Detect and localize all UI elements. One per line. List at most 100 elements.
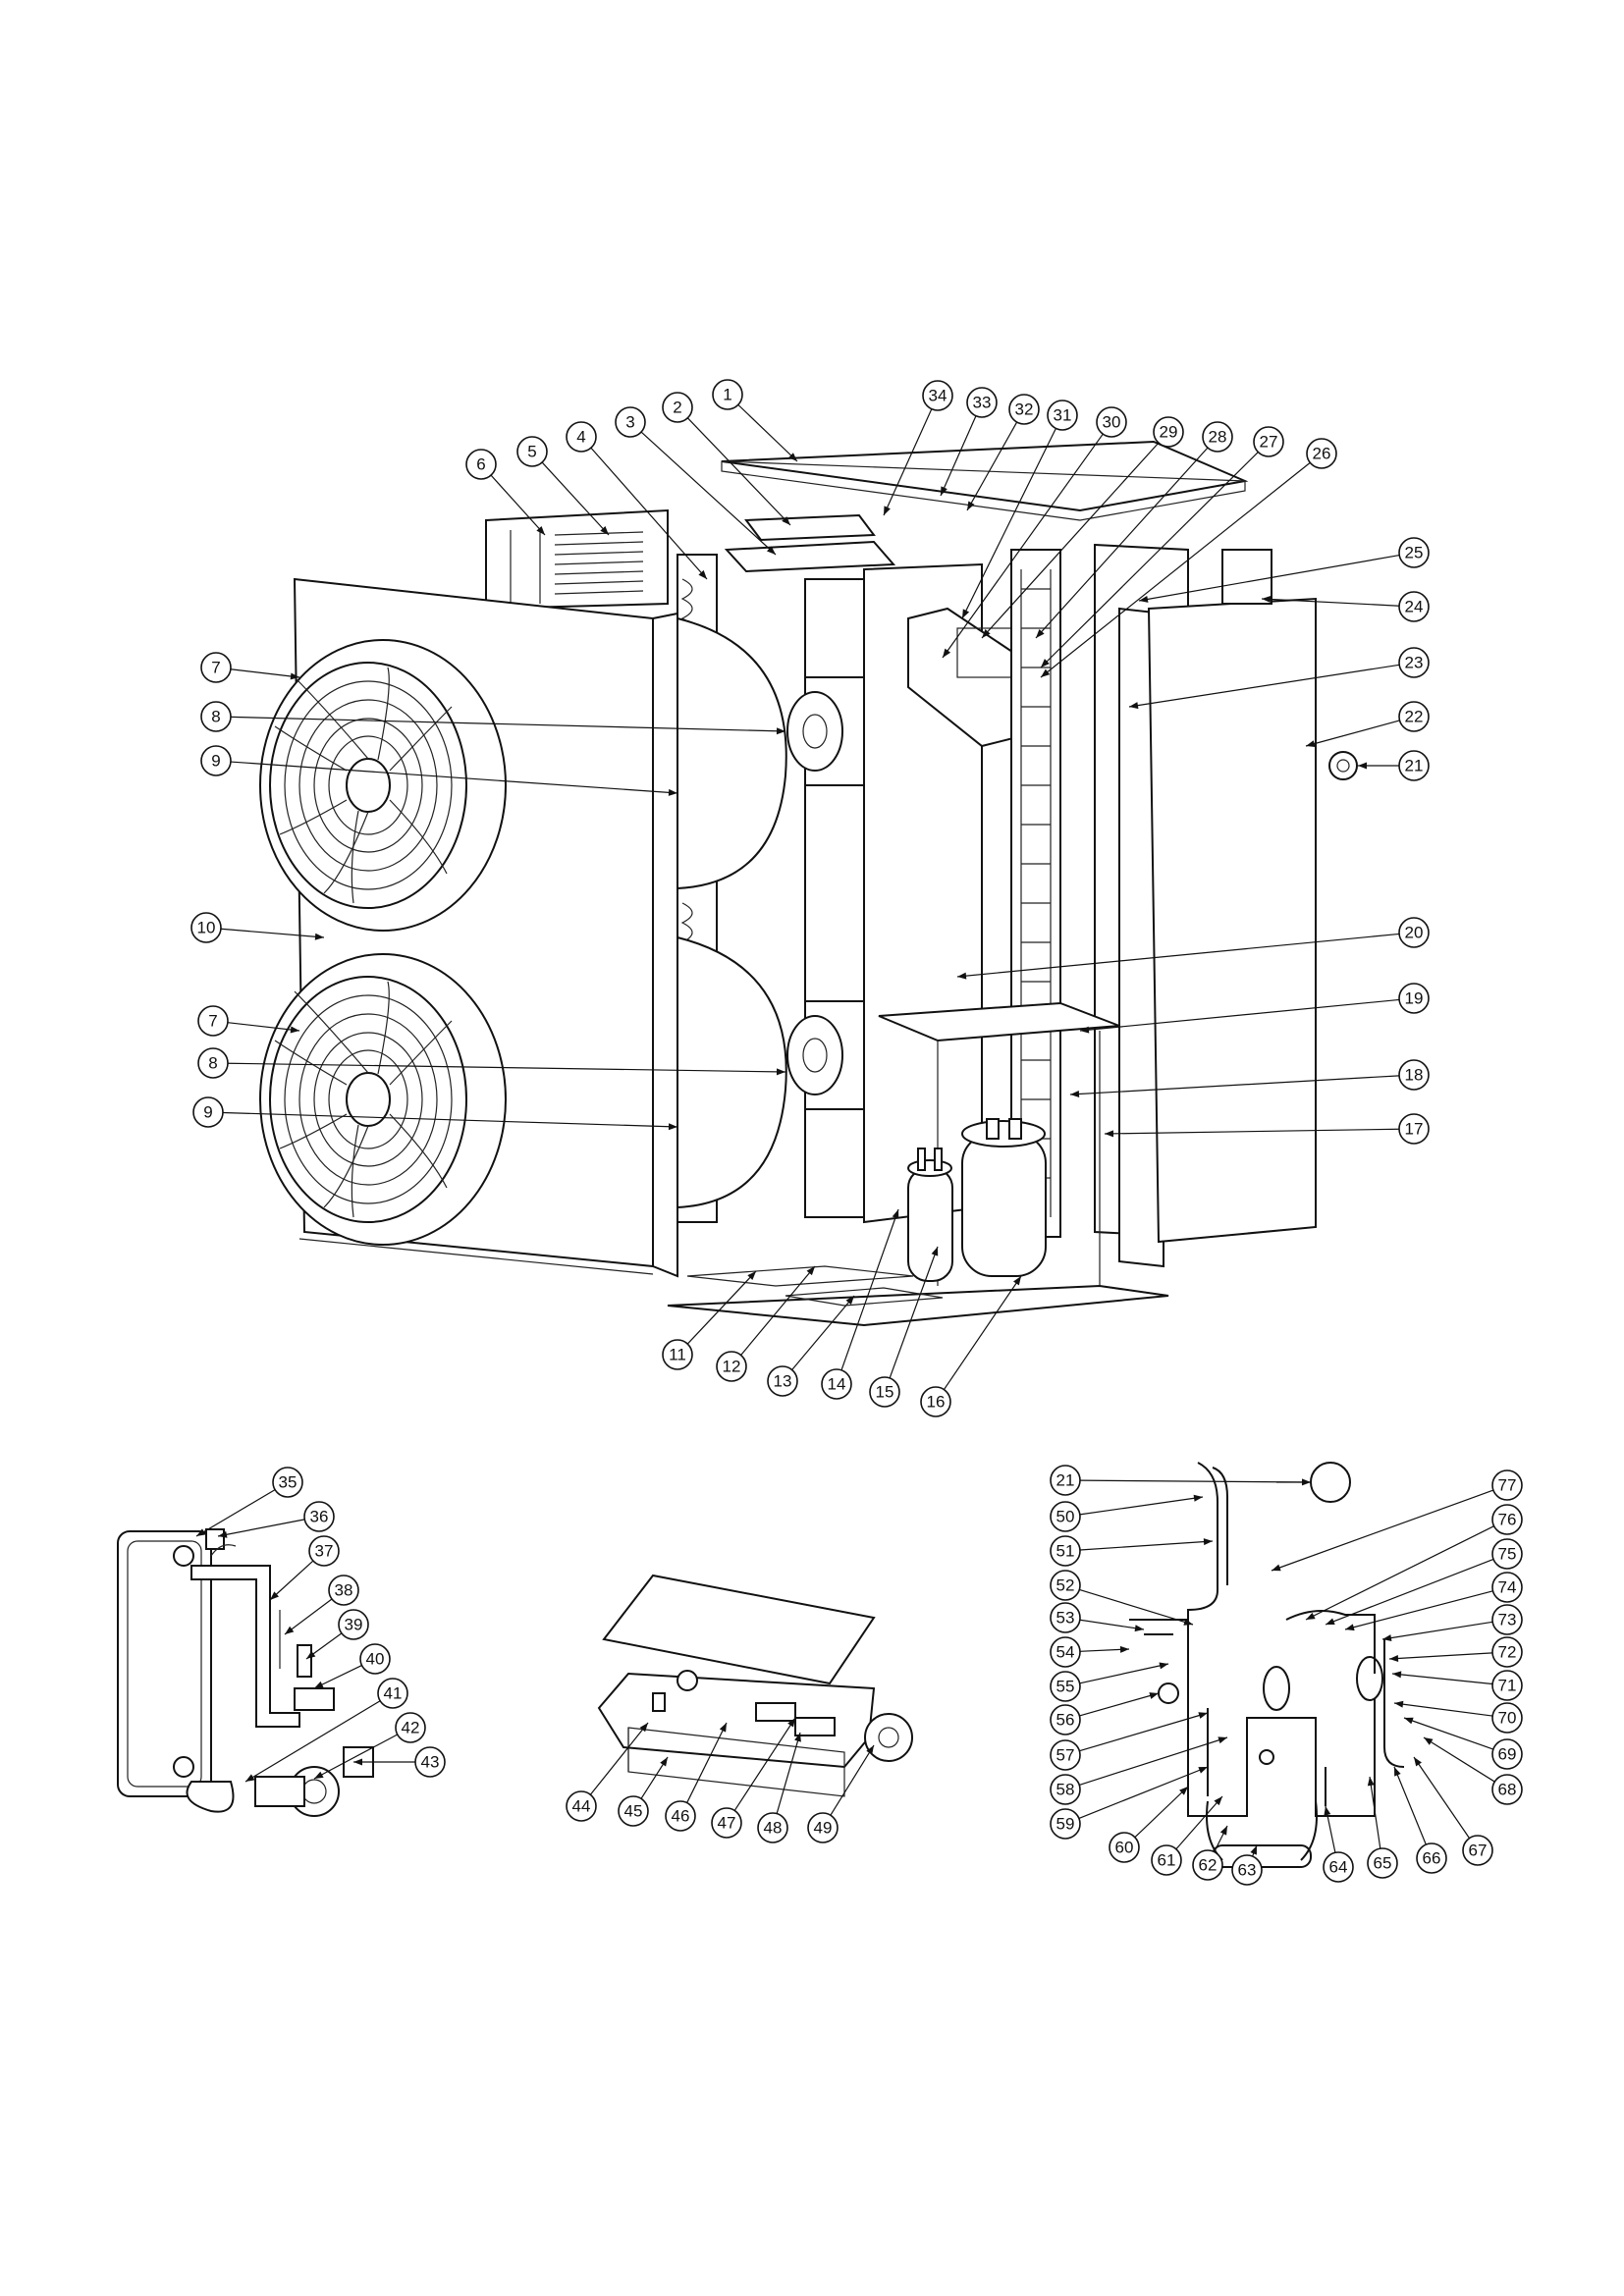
callout-bubble xyxy=(662,392,693,423)
leader-line xyxy=(1344,1590,1493,1630)
callout-bubble xyxy=(1047,400,1078,431)
callout-bubble xyxy=(1462,1835,1493,1866)
leader-arrowhead xyxy=(1070,1090,1080,1097)
leader-arrowhead xyxy=(1301,1478,1311,1486)
callout-5: 5 xyxy=(516,436,610,536)
leader-line xyxy=(230,761,678,794)
callout-bubble xyxy=(1491,1738,1523,1770)
leader-line xyxy=(1403,1717,1494,1750)
callout-3: 3 xyxy=(615,406,777,556)
callout-bubble xyxy=(566,1790,597,1822)
callout-number: 27 xyxy=(1260,433,1278,452)
leader-line xyxy=(1393,1702,1493,1717)
leader-line xyxy=(889,1246,939,1379)
leader-arrowhead xyxy=(1214,1796,1222,1806)
leader-line xyxy=(195,1489,276,1537)
accumulator xyxy=(907,1148,953,1282)
leader-arrowhead xyxy=(536,525,545,535)
callout-number: 55 xyxy=(1056,1678,1075,1696)
callout-41: 41 xyxy=(244,1678,408,1783)
callout-71: 71 xyxy=(1391,1670,1523,1701)
callout-42: 42 xyxy=(313,1712,426,1780)
callout-23: 23 xyxy=(1128,647,1430,710)
callout-number: 53 xyxy=(1056,1609,1075,1628)
callout-45: 45 xyxy=(618,1756,669,1827)
callout-73: 73 xyxy=(1381,1604,1523,1642)
callout-bubble xyxy=(1202,421,1233,453)
leader-arrowhead xyxy=(1394,1700,1404,1708)
callout-bubble xyxy=(1151,1844,1182,1876)
leader-line xyxy=(541,461,610,536)
callout-number: 63 xyxy=(1238,1861,1257,1880)
leader-arrowhead xyxy=(1424,1737,1434,1745)
callout-bubble xyxy=(328,1575,359,1606)
leader-arrowhead xyxy=(776,727,785,735)
leader-line xyxy=(230,668,300,678)
callout-number: 42 xyxy=(402,1719,420,1737)
callout-7: 7 xyxy=(200,652,300,683)
leader-line xyxy=(590,447,708,580)
leader-arrowhead xyxy=(290,1026,299,1034)
leader-arrowhead xyxy=(314,1681,324,1688)
leader-arrowhead xyxy=(1080,1026,1090,1034)
callout-number: 73 xyxy=(1498,1611,1517,1629)
callout-bubble xyxy=(615,406,646,438)
leader-arrowhead xyxy=(1036,628,1045,638)
callout-number: 4 xyxy=(576,428,585,447)
callout-number: 1 xyxy=(723,386,731,404)
leader-arrowhead xyxy=(639,1723,648,1733)
callout-bubble xyxy=(767,1365,798,1397)
callout-8: 8 xyxy=(200,701,786,735)
callout-40: 40 xyxy=(313,1643,391,1689)
main-unit-drawing xyxy=(259,440,1358,1327)
leader-line xyxy=(686,1270,757,1345)
callout-number: 19 xyxy=(1405,989,1424,1008)
leader-line xyxy=(1079,1540,1214,1551)
callout-bubble xyxy=(1491,1774,1523,1805)
callout-number: 36 xyxy=(310,1508,329,1526)
callout-number: 49 xyxy=(814,1819,833,1838)
callout-number: 56 xyxy=(1056,1711,1075,1730)
leader-line xyxy=(1393,1766,1427,1845)
callout-number: 32 xyxy=(1015,400,1034,419)
leader-arrowhead xyxy=(776,1068,785,1076)
callout-66: 66 xyxy=(1393,1766,1447,1874)
callout-43: 43 xyxy=(353,1746,446,1778)
callout-bubble xyxy=(966,387,998,418)
leader-line xyxy=(740,1265,816,1356)
callout-bubble xyxy=(516,436,548,467)
callout-number: 70 xyxy=(1498,1709,1517,1728)
callout-number: 65 xyxy=(1374,1854,1392,1873)
callout-number: 2 xyxy=(673,399,681,417)
callout-9: 9 xyxy=(192,1096,678,1131)
callout-number: 50 xyxy=(1056,1508,1075,1526)
leader-arrowhead xyxy=(1306,1612,1316,1620)
leader-line xyxy=(1040,452,1259,668)
leader-arrowhead xyxy=(1159,1662,1168,1670)
callout-bubble xyxy=(1153,416,1184,448)
callout-number: 17 xyxy=(1405,1120,1424,1139)
callout-bubble xyxy=(1109,1832,1140,1863)
callout-67: 67 xyxy=(1413,1756,1493,1866)
callout-bubble xyxy=(465,449,497,480)
callout-57: 57 xyxy=(1050,1712,1209,1771)
callout-65: 65 xyxy=(1367,1776,1398,1879)
electrical-box-drawing xyxy=(597,1574,913,1797)
callout-bubble xyxy=(1398,750,1430,781)
leader-line xyxy=(1079,1692,1160,1717)
callout-bubble xyxy=(1398,591,1430,622)
callout-bubble xyxy=(1491,1538,1523,1570)
callout-39: 39 xyxy=(305,1609,369,1660)
leader-arrowhead xyxy=(967,501,975,510)
callout-number: 40 xyxy=(366,1650,385,1669)
callout-number: 8 xyxy=(208,1054,217,1073)
leader-arrowhead xyxy=(884,506,891,515)
leader-line xyxy=(940,415,977,497)
leader-arrowhead xyxy=(1367,1777,1375,1787)
leader-arrowhead xyxy=(1119,1645,1129,1653)
callout-47: 47 xyxy=(711,1717,796,1839)
callout-bubble xyxy=(1253,426,1284,457)
callout-bubble xyxy=(566,421,597,453)
callout-number: 51 xyxy=(1056,1542,1075,1561)
